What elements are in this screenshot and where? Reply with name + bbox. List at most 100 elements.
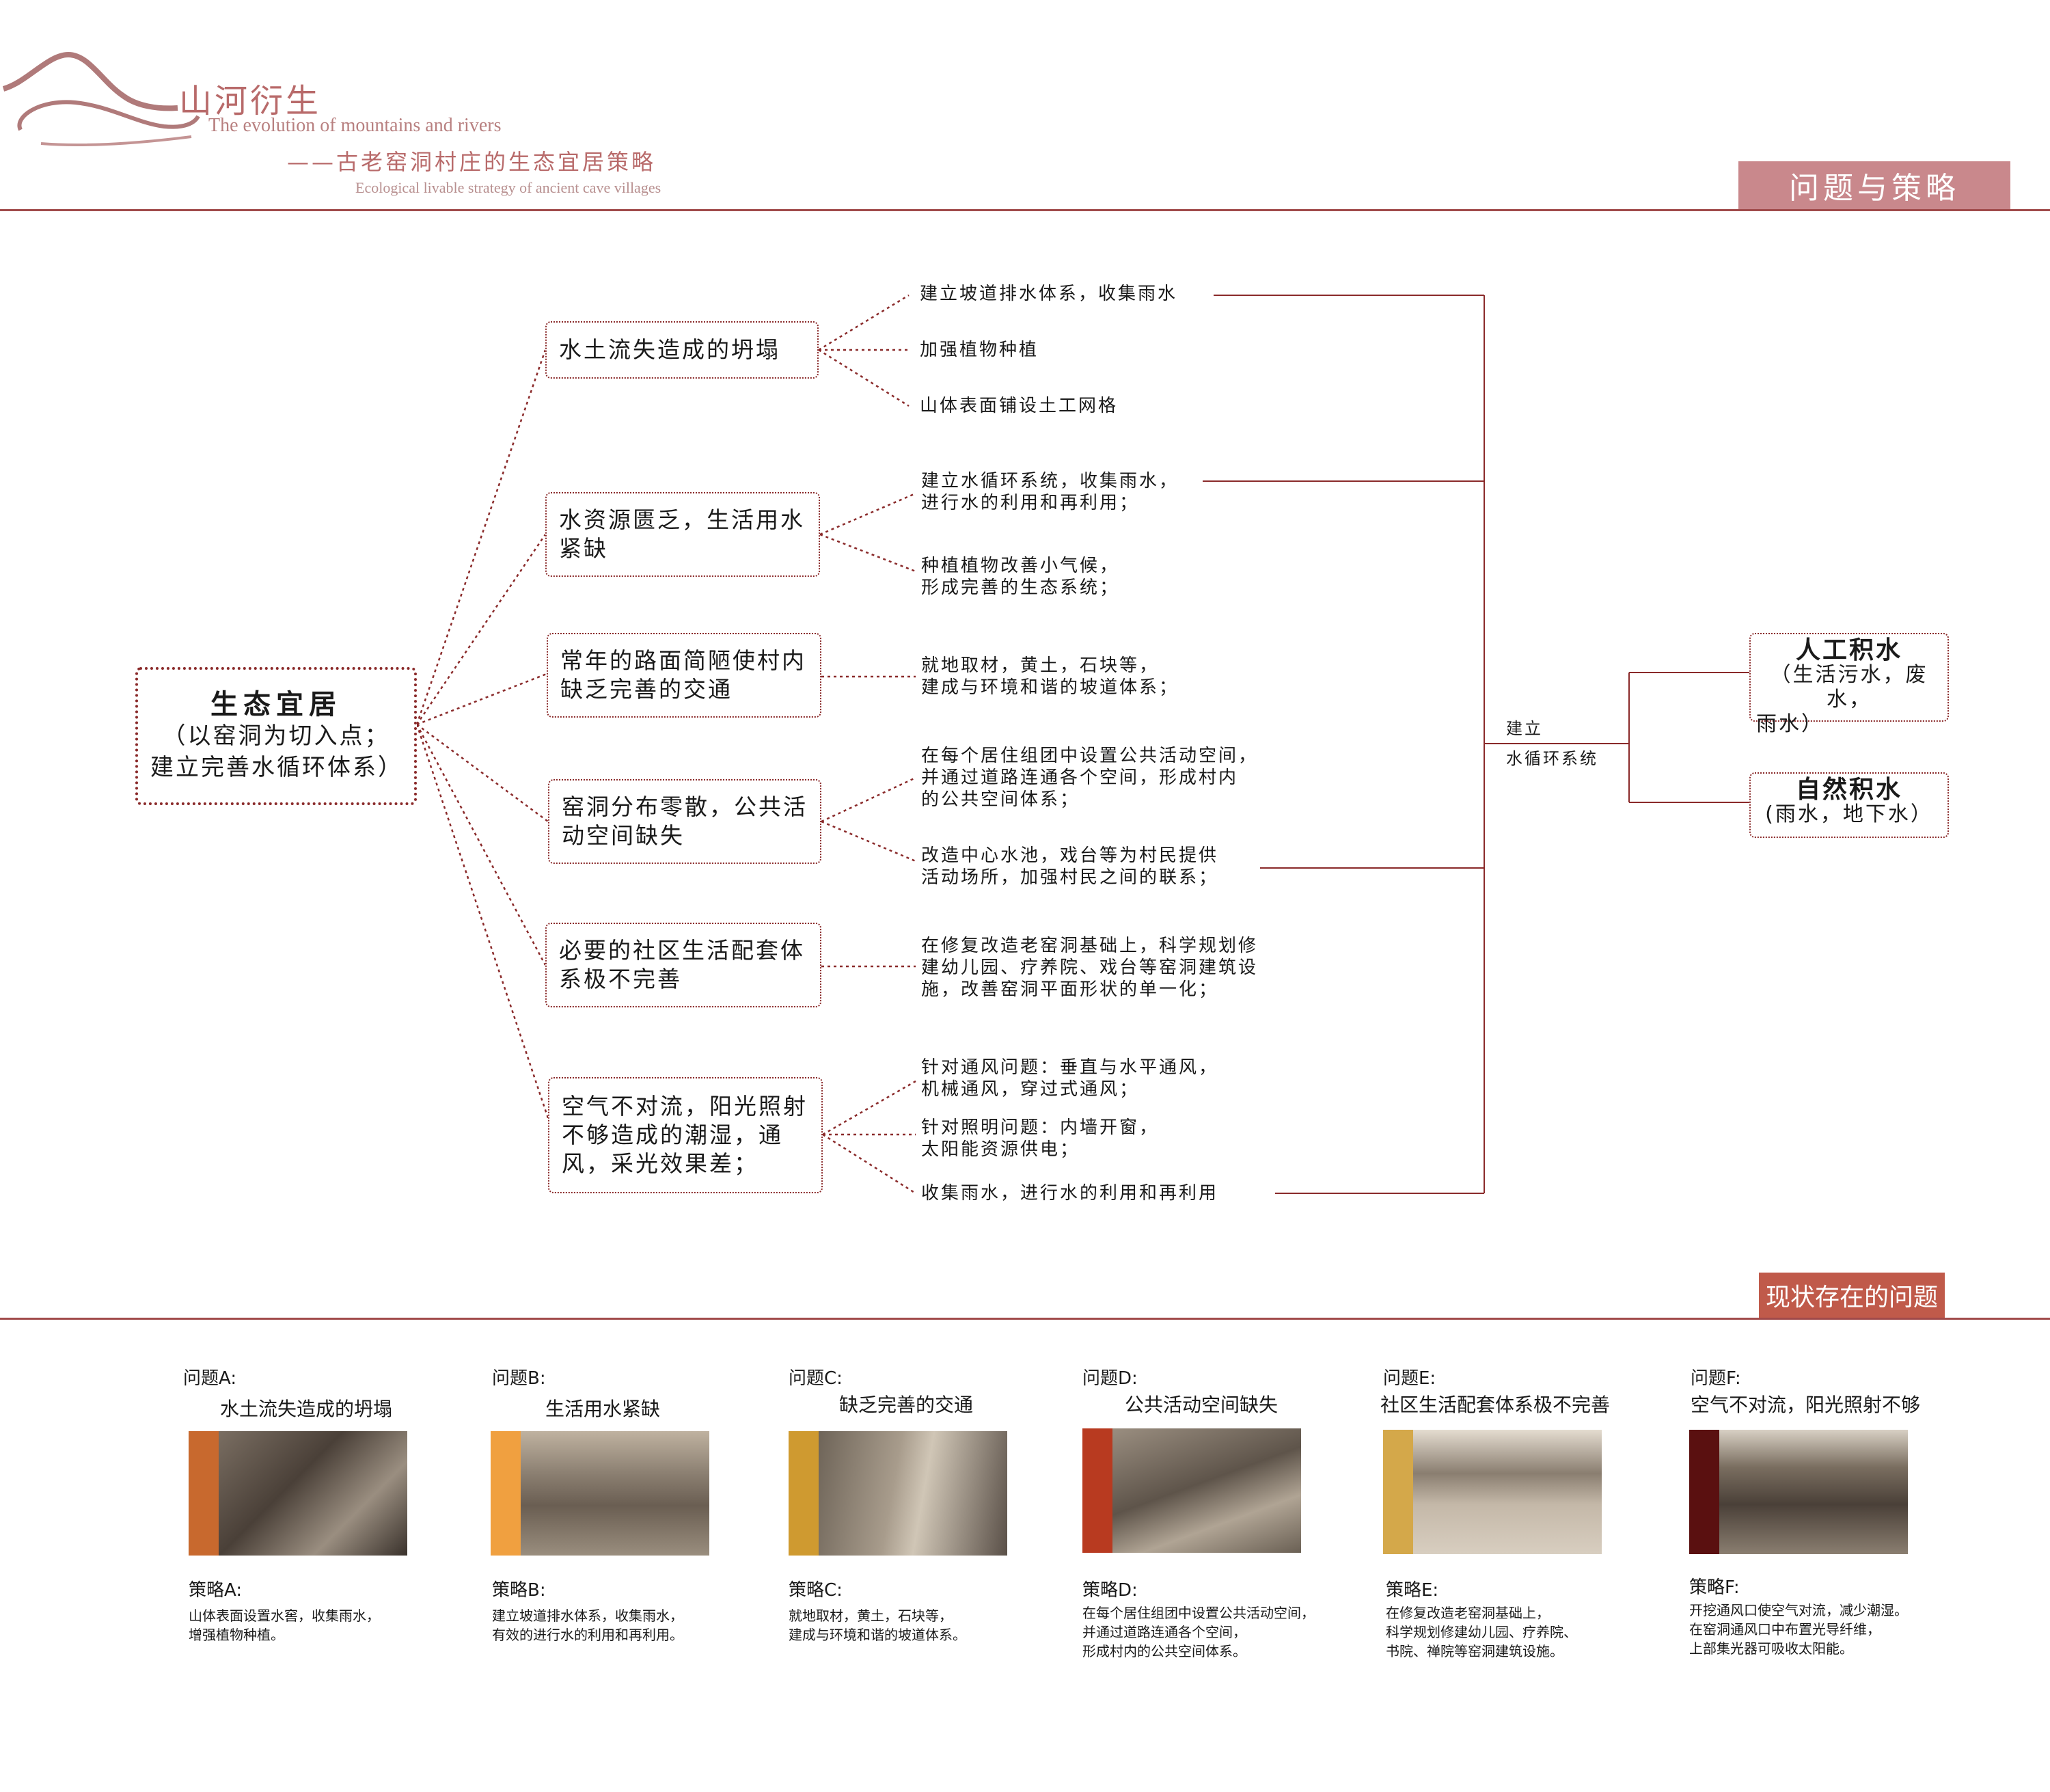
app-title-english: The evolution of mountains and rivers: [208, 115, 502, 136]
strategy-b-id: 策略B:: [492, 1580, 546, 1601]
problem-a-color-stripe: [189, 1431, 219, 1556]
strategy-a-id: 策略A:: [189, 1580, 243, 1601]
problem-a-id: 问题A:: [183, 1368, 237, 1389]
problem-a-title: 水土流失造成的坍塌: [220, 1398, 393, 1420]
strategy-e-line1: 在修复改造老窑洞基础上，: [1386, 1605, 1550, 1621]
strategy-f-line1: 开挖通风口使空气对流，减少潮湿。: [1689, 1602, 1908, 1618]
problem-b-color-stripe: [491, 1431, 521, 1556]
problem-a-photo: [189, 1431, 407, 1556]
strategy-8: 改造中心水池，戏台等为村民提供 活动场所，加强村民之间的联系；: [921, 845, 1218, 888]
strategy-11-line1: 针对照明问题：内墙开窗，: [921, 1117, 1160, 1138]
strategy-a-text: 山体表面设置水窖，收集雨水， 增强植物种植。: [189, 1606, 380, 1644]
strategy-4-line1: 建立水循环系统，收集雨水，: [921, 471, 1179, 491]
strategy-9: 在修复改造老窑洞基础上，科学规划修 建幼儿园、疗养院、戏台等窑洞建筑设 施，改善…: [921, 935, 1258, 1001]
problem-e-photo: [1383, 1430, 1602, 1554]
root-node-title: 生态宜居: [210, 689, 342, 720]
strategy-c-line1: 就地取材，黄土，石块等，: [789, 1607, 953, 1624]
strategy-11-line2: 太阳能资源供电；: [921, 1139, 1080, 1160]
problem-node-3: 常年的路面简陋使村内缺乏完善的交通: [547, 633, 821, 718]
strategy-9-line1: 在修复改造老窑洞基础上，科学规划修: [921, 936, 1259, 956]
strategy-9-line2: 建幼儿园、疗养院、戏台等窑洞建筑设: [921, 958, 1259, 978]
water-source-artificial-title: 人工积水: [1795, 636, 1902, 664]
diagram-connectors: [415, 294, 1749, 1195]
strategy-8-line1: 改造中心水池，戏台等为村民提供: [921, 845, 1219, 866]
problem-f-photo: [1689, 1430, 1908, 1554]
strategy-7-line2: 并通过道路连通各个空间，形成村内: [921, 768, 1239, 788]
bottom-section-tag: 现状存在的问题: [1759, 1273, 1945, 1318]
strategy-c-id: 策略C:: [789, 1580, 843, 1601]
strategy-1: 建立坡道排水体系，收集雨水: [920, 283, 1177, 305]
problem-node-5: 必要的社区生活配套体系极不完善: [545, 923, 821, 1007]
water-source-artificial-detail2: 雨水）: [1756, 712, 1824, 736]
problem-e-id: 问题E:: [1383, 1368, 1436, 1389]
problem-f-title: 空气不对流，阳光照射不够: [1691, 1394, 1921, 1416]
strategy-2: 加强植物种植: [920, 339, 1039, 361]
problem-node-2: 水资源匮乏，生活用水紧缺: [545, 492, 820, 577]
strategy-6: 就地取材，黄土，石块等， 建成与环境和谐的坡道体系；: [921, 655, 1179, 698]
strategy-1-text: 建立坡道排水体系，收集雨水: [920, 284, 1178, 304]
problem-a-image: [219, 1431, 407, 1556]
strategy-12: 收集雨水，进行水的利用和再利用: [921, 1182, 1218, 1204]
app-subtitle-english: Ecological livable strategy of ancient c…: [355, 179, 661, 196]
strategy-d-id: 策略D:: [1082, 1580, 1138, 1601]
system-label-line2: 水循环系统: [1506, 749, 1598, 768]
strategy-a-line2: 增强植物种植。: [189, 1627, 284, 1643]
problem-node-4: 窑洞分布零散，公共活动空间缺失: [548, 779, 821, 864]
problem-d-image: [1112, 1428, 1301, 1553]
problem-c-image: [819, 1431, 1007, 1556]
water-source-artificial: 人工积水 （生活污水，废水， 雨水）: [1749, 633, 1949, 736]
strategy-4: 建立水循环系统，收集雨水， 进行水的利用和再利用；: [921, 470, 1179, 514]
problem-e-color-stripe: [1383, 1430, 1413, 1554]
strategy-e-line2: 科学规划修建幼儿园、疗养院、: [1386, 1624, 1577, 1640]
problem-d-id: 问题D:: [1082, 1368, 1138, 1389]
strategy-c-line2: 建成与环境和谐的坡道体系。: [789, 1627, 966, 1643]
strategy-4-line2: 进行水的利用和再利用；: [921, 493, 1140, 513]
problem-f-id: 问题F:: [1691, 1368, 1741, 1389]
water-source-natural-detail: (雨水，地下水）: [1765, 802, 1933, 826]
water-source-natural: 自然积水 (雨水，地下水）: [1749, 772, 1949, 838]
problem-d-color-stripe: [1082, 1428, 1112, 1553]
strategy-6-line1: 就地取材，黄土，石块等，: [921, 655, 1160, 676]
problem-e-title: 社区生活配套体系极不完善: [1380, 1394, 1611, 1416]
problem-f-color-stripe: [1689, 1430, 1719, 1554]
strategy-6-line2: 建成与环境和谐的坡道体系；: [921, 677, 1179, 698]
strategy-7-line3: 的公共空间体系；: [921, 789, 1080, 810]
problem-b-image: [521, 1431, 709, 1556]
section-tag: 问题与策略: [1738, 161, 2010, 209]
root-node-ecological-livable: 生态宜居 （以窑洞为切入点； 建立完善水循环体系）: [135, 667, 417, 805]
system-label-line1: 建立: [1506, 719, 1543, 738]
strategy-8-line2: 活动场所，加强村民之间的联系；: [921, 867, 1219, 888]
strategy-10-line1: 针对通风问题：垂直与水平通风，: [921, 1057, 1219, 1078]
strategy-e-text: 在修复改造老窑洞基础上， 科学规划修建幼儿园、疗养院、 书院、禅院等窑洞建筑设施…: [1386, 1603, 1577, 1661]
app-title: 山河衍生: [179, 82, 322, 120]
strategy-7: 在每个居住组团中设置公共活动空间， 并通过道路连通各个空间，形成村内 的公共空间…: [921, 745, 1258, 811]
strategy-5-line1: 种植植物改善小气候，: [921, 556, 1120, 576]
problem-b-title: 生活用水紧缺: [545, 1398, 661, 1420]
strategy-5: 种植植物改善小气候， 形成完善的生态系统；: [921, 555, 1119, 599]
strategy-e-id: 策略E:: [1386, 1580, 1439, 1601]
mountain-logo-icon: [2, 51, 200, 146]
strategy-11: 针对照明问题：内墙开窗， 太阳能资源供电；: [921, 1117, 1159, 1160]
problem-d-photo: [1082, 1428, 1301, 1553]
app-subtitle: ——古老窑洞村庄的生态宜居策略: [287, 149, 657, 175]
water-source-artificial-detail1: （生活污水，废水，: [1770, 663, 1928, 711]
strategy-b-line1: 建立坡道排水体系，收集雨水，: [492, 1607, 683, 1624]
root-node-line1: （以窑洞为切入点；: [162, 722, 390, 750]
strategy-b-line2: 有效的进行水的利用和再利用。: [492, 1627, 683, 1643]
strategy-9-line3: 施，改善窑洞平面形状的单一化；: [921, 979, 1219, 1000]
problem-c-title: 缺乏完善的交通: [839, 1394, 974, 1416]
strategy-2-text: 加强植物种植: [920, 340, 1039, 360]
problem-b-photo: [491, 1431, 709, 1556]
strategy-b-text: 建立坡道排水体系，收集雨水， 有效的进行水的利用和再利用。: [492, 1606, 683, 1644]
strategy-a-line1: 山体表面设置水窖，收集雨水，: [189, 1607, 380, 1624]
strategy-d-line3: 形成村内的公共空间体系。: [1082, 1643, 1246, 1659]
problem-c-photo: [789, 1431, 1007, 1556]
problem-b-id: 问题B:: [492, 1368, 546, 1389]
bottom-divider: [0, 1318, 2050, 1320]
strategy-f-id: 策略F:: [1689, 1577, 1740, 1598]
root-node-line2: 建立完善水循环体系）: [150, 754, 403, 781]
strategy-3-text: 山体表面铺设土工网格: [920, 396, 1119, 416]
strategy-f-line2: 在窑洞通风口中布置光导纤维，: [1689, 1621, 1881, 1638]
problem-node-6: 空气不对流，阳光照射不够造成的潮湿，通风，采光效果差；: [548, 1077, 823, 1193]
header-divider: [0, 209, 2050, 211]
